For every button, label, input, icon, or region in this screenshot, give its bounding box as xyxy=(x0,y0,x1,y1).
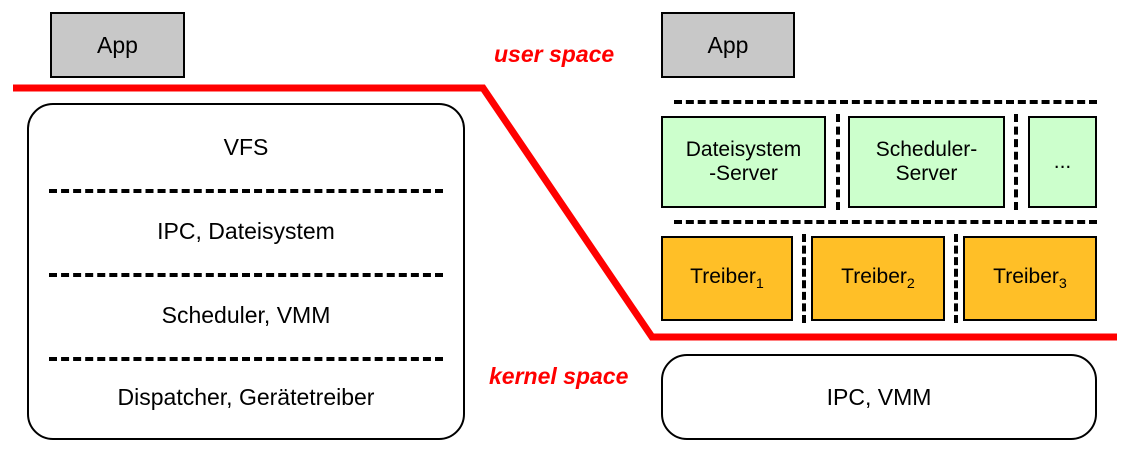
driver-box-label: Treiber3 xyxy=(993,264,1067,293)
server-box-dateisystem: Dateisystem -Server xyxy=(661,116,826,208)
driver-row-top-dashed-line xyxy=(674,220,1097,224)
kernel-layer-label: Scheduler, VMM xyxy=(161,301,331,328)
left-app-box: App xyxy=(50,12,185,78)
driver-separator-2 xyxy=(954,234,958,323)
right-app-box: App xyxy=(661,12,795,78)
kernel-layer-ipc-dateisystem: IPC, Dateisystem xyxy=(29,189,463,273)
server-separator-1 xyxy=(836,114,840,210)
driver-box-label: Treiber2 xyxy=(841,264,915,293)
driver-box-3: Treiber3 xyxy=(963,236,1097,321)
server-separator-2 xyxy=(1014,114,1018,210)
kernel-layer-label: VFS xyxy=(223,133,269,160)
driver-index: 1 xyxy=(755,276,764,293)
server-box-ellipsis: ... xyxy=(1028,116,1097,208)
driver-box-2: Treiber2 xyxy=(811,236,945,321)
driver-separator-1 xyxy=(802,234,806,323)
server-box-label: Dateisystem -Server xyxy=(685,137,802,185)
right-app-label: App xyxy=(707,31,749,58)
server-box-scheduler: Scheduler- Server xyxy=(848,116,1005,208)
kernel-layer-dispatcher-geraetetreiber: Dispatcher, Gerätetreiber xyxy=(29,357,463,438)
server-box-label: Scheduler- Server xyxy=(875,137,978,185)
driver-index: 3 xyxy=(1058,276,1067,293)
kernel-layer-label: IPC, Dateisystem xyxy=(157,217,335,244)
driver-box-1: Treiber1 xyxy=(661,236,793,321)
kernel-divider-3 xyxy=(49,357,443,361)
kernel-layer-scheduler-vmm: Scheduler, VMM xyxy=(29,273,463,357)
microkernel-box: IPC, VMM xyxy=(661,354,1097,440)
kernel-layer-label: Dispatcher, Gerätetreiber xyxy=(117,384,375,410)
kernel-layer-vfs: VFS xyxy=(29,105,463,189)
server-box-label: ... xyxy=(1053,149,1072,173)
microkernel-label: IPC, VMM xyxy=(826,383,932,410)
server-row-top-dashed-line xyxy=(674,100,1097,104)
kernel-space-label: kernel space xyxy=(489,363,629,389)
user-space-label: user space xyxy=(494,41,615,67)
driver-box-label: Treiber1 xyxy=(690,264,764,293)
left-app-label: App xyxy=(97,31,138,58)
driver-index: 2 xyxy=(906,276,915,293)
monolithic-kernel-box: VFS IPC, Dateisystem Scheduler, VMM Disp… xyxy=(27,103,465,440)
